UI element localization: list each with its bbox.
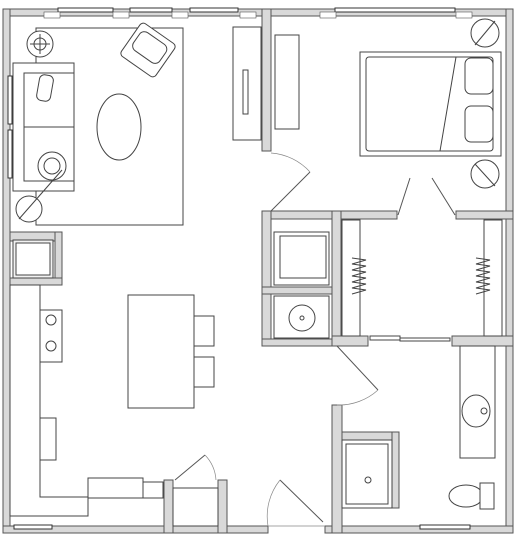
toilet-bowl — [448, 484, 484, 508]
wall-bath-left — [331, 404, 343, 534]
shower-drain — [364, 476, 372, 484]
counter-end — [142, 481, 164, 499]
window-living-2 — [129, 7, 173, 13]
window-living-1 — [57, 7, 114, 13]
living-room — [12, 22, 300, 226]
pantry-inner — [15, 242, 51, 276]
closet-shelf-left — [341, 219, 361, 337]
dishwasher — [87, 477, 144, 499]
door-entry-closet-leaf — [174, 454, 206, 481]
lamp-bottom-line — [474, 163, 496, 187]
dresser — [274, 34, 300, 130]
lamp-top-line — [474, 20, 496, 46]
wall-laundry-left — [261, 210, 272, 347]
kitchen-island — [127, 294, 195, 409]
wall-right — [505, 8, 514, 534]
pillow-top — [36, 74, 54, 102]
entry-closet — [172, 487, 219, 527]
door-slide-1 — [369, 335, 401, 341]
door-bath-leaf — [336, 345, 379, 391]
water-heater — [288, 304, 316, 332]
wall-pantry-right — [54, 231, 63, 285]
laundry — [273, 231, 330, 339]
window-left-2 — [7, 129, 13, 179]
hatch-1 — [43, 11, 61, 19]
walk-in-closet — [341, 219, 503, 337]
shower — [341, 439, 393, 509]
faucet — [480, 407, 488, 415]
side-table-lamp — [37, 151, 67, 181]
window-living-3 — [189, 7, 239, 13]
armchair — [120, 22, 176, 78]
window-bottom-right — [419, 524, 471, 530]
window-hatches — [43, 11, 473, 19]
wall-shower-top — [341, 431, 400, 441]
lamp-inner — [43, 157, 61, 175]
bed-mattress — [365, 56, 494, 152]
wall-closet-left — [331, 210, 342, 347]
wall-laundry-middle — [261, 286, 335, 295]
bedroom — [359, 18, 502, 189]
tv — [242, 69, 249, 115]
stool-2 — [193, 356, 215, 388]
toilet-tank — [479, 482, 495, 510]
hatch-4 — [239, 11, 257, 19]
wall-bath-top-right — [451, 335, 514, 347]
interior-walls — [9, 8, 514, 534]
wall-bedroom-bottom-right — [455, 210, 514, 220]
bath-sink — [461, 394, 491, 428]
coffee-table — [96, 93, 142, 161]
floor-lamp-inner — [33, 37, 47, 51]
door-closet-right — [431, 177, 456, 216]
door-bedroom-swing — [270, 152, 311, 173]
wall-bath-top-left — [331, 335, 369, 347]
bathroom — [341, 345, 496, 510]
wall-bottom-right — [324, 525, 514, 534]
hatch-5 — [319, 11, 337, 19]
washer — [279, 235, 327, 279]
stool-1 — [193, 315, 215, 347]
water-heater-center — [299, 315, 305, 321]
kitchen — [9, 239, 215, 517]
hatch-3 — [171, 11, 189, 19]
shower-inner — [345, 443, 389, 505]
window-left-1 — [7, 75, 13, 125]
closet-shelf-right — [483, 219, 503, 337]
wall-living-bedroom — [261, 8, 272, 152]
duvet-fold — [439, 56, 457, 152]
windows — [7, 7, 473, 530]
kitchen-sink — [39, 417, 57, 461]
window-bottom-left — [13, 524, 53, 530]
pillow-2 — [464, 105, 494, 143]
door-entry-closet-swing — [204, 454, 217, 481]
door-bedroom-leaf — [270, 171, 311, 212]
armchair-seat — [132, 31, 168, 64]
door-slide-2 — [399, 337, 451, 342]
door-closet-left — [397, 177, 411, 216]
doors — [174, 152, 456, 527]
outer-walls — [2, 8, 514, 534]
door-entry-leaf — [279, 479, 324, 523]
door-entry-swing — [266, 479, 281, 527]
wall-laundry-bottom — [261, 338, 335, 347]
stove — [39, 309, 63, 363]
entry — [172, 487, 325, 527]
hangers-left — [351, 257, 367, 295]
wall-bedroom-bottom-left — [261, 210, 398, 220]
plant-stem — [18, 169, 63, 220]
hatch-6 — [455, 11, 473, 19]
pillow-1 — [464, 57, 494, 95]
wall-entry-closet-left — [163, 479, 174, 534]
hangers-right — [475, 257, 491, 295]
wall-shower-right — [391, 431, 400, 509]
door-bath-swing — [336, 389, 379, 406]
window-bedroom — [334, 7, 456, 13]
burner-2 — [45, 340, 57, 352]
wall-bottom-left — [2, 525, 269, 534]
wall-entry-closet-right — [217, 479, 228, 534]
burner-1 — [45, 314, 57, 326]
wall-pantry-bottom — [9, 277, 63, 286]
hatch-2 — [112, 11, 130, 19]
